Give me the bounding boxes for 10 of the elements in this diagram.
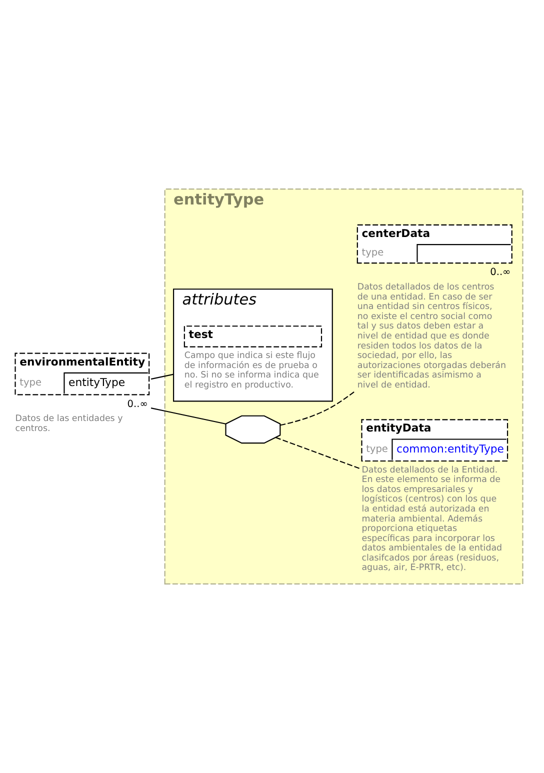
connector [280,390,356,426]
node-label: Datos detallados de los centros de una entidad. En caso de ser una entidad sin centros físicos, no existe el centro social como tal y sus datos deben estar a nivel de entidad que es donde residen todos los datos de la sociedad, por ello, las autorizaciones otorgadas deberán ser identificadas asimismo a nivel de entidad. [357,282,506,390]
node-octagon [225,415,281,444]
node-label: Datos detallados de la Entidad. En este elemento se informa de los datos empresariales y logísticos (centros) con los que la entidad está autorizada en materia ambiental. Además proporciona etiquetas específicas para incorporar los datos ambientales de la entidad clasifcados por áreas (residuos, aguas, air, E-PRTR, etc). [362,465,502,574]
node-label: Campo que indica si este flujo de información es de prueba o no. Si no se informa indica que el registro en productivo. [184,351,319,390]
node-label: 0..∞ [490,267,511,278]
node-label: 0..∞ [127,398,148,410]
node-label: Datos de las entidades y centros. [15,414,123,434]
connector [150,374,174,380]
connector [276,436,360,469]
